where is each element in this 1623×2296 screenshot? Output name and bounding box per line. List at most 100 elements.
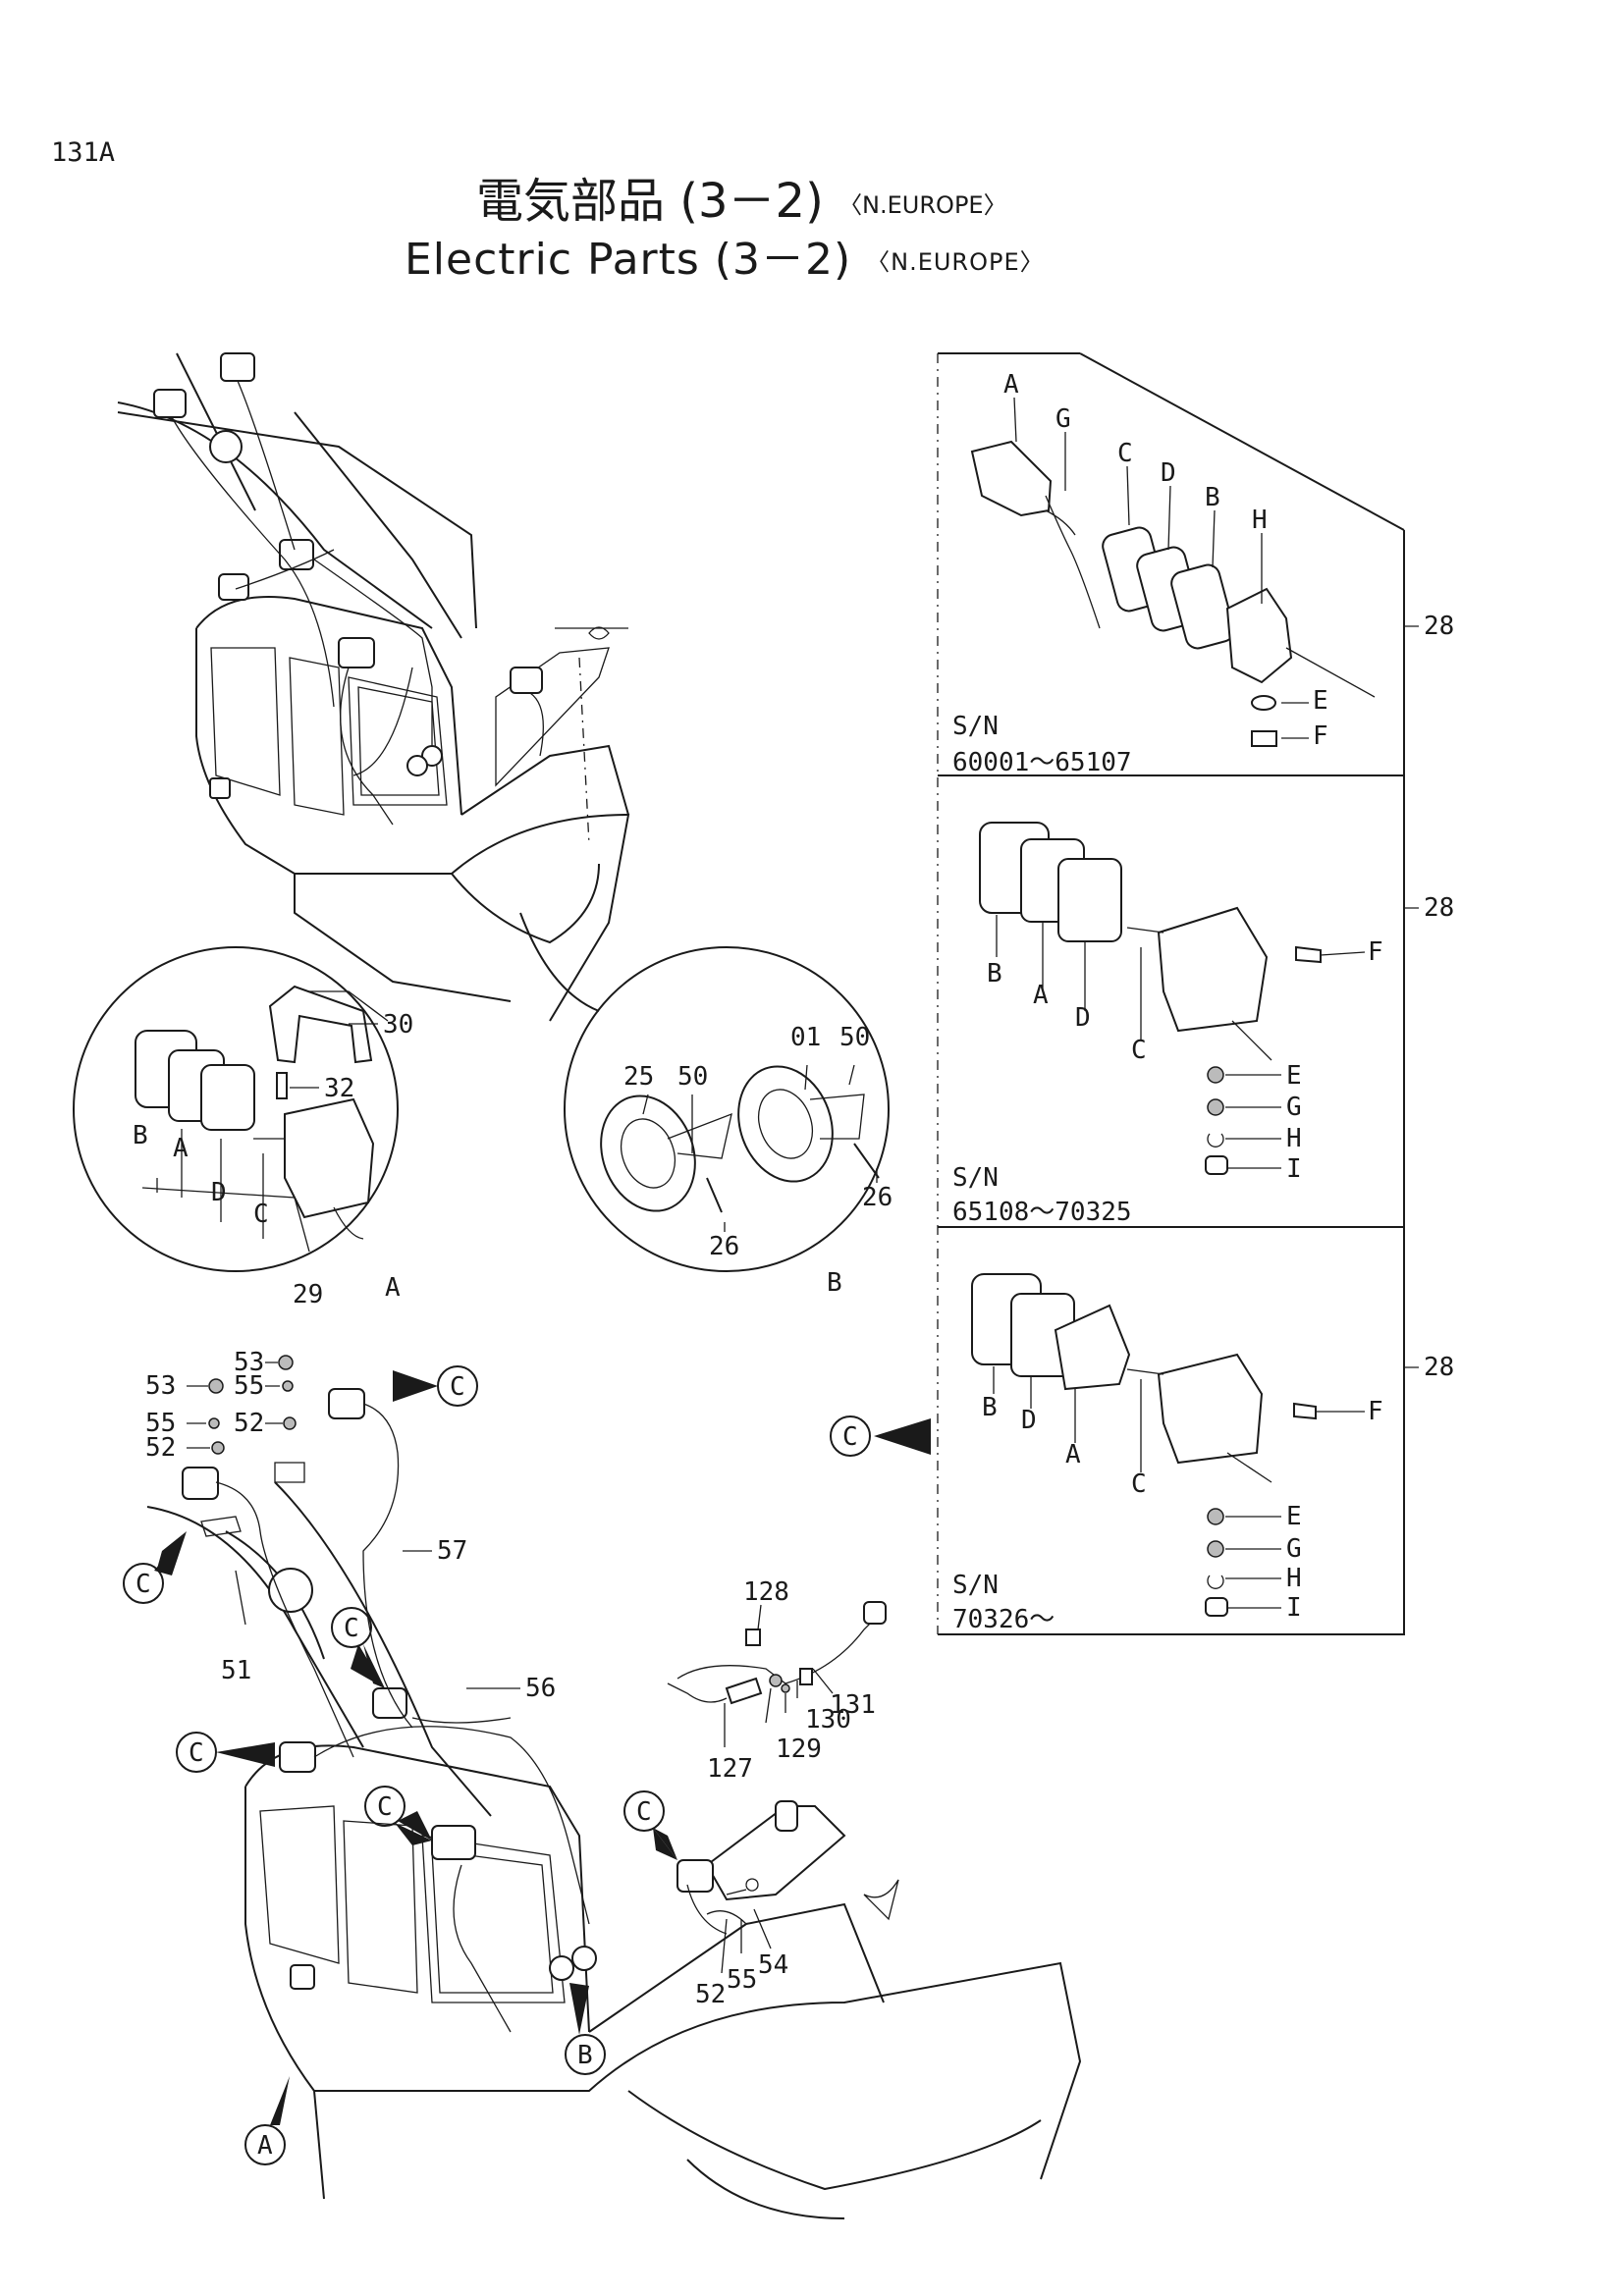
label-box3-i: I bbox=[1286, 1593, 1302, 1623]
horn-icon bbox=[406, 755, 428, 776]
work-lamp-icon bbox=[182, 1467, 219, 1500]
marker-c-7-letter: C bbox=[842, 1422, 858, 1452]
work-lamp-icon bbox=[372, 1687, 407, 1719]
label-detail-b-25: 25 bbox=[623, 1062, 654, 1092]
label-detail-b-01: 01 bbox=[790, 1023, 821, 1052]
marker-c-1-letter: C bbox=[450, 1372, 465, 1402]
label-detail-a-30: 30 bbox=[383, 1010, 413, 1040]
region-label-en: 〈N.EUROPE〉 bbox=[866, 248, 1045, 276]
marker-c-4-letter: C bbox=[189, 1738, 204, 1768]
label-detail-b-50b: 50 bbox=[839, 1023, 870, 1052]
marker-c-7 bbox=[830, 1415, 871, 1457]
label-detail-b-50a: 50 bbox=[677, 1062, 708, 1092]
work-lamp-icon bbox=[510, 667, 543, 694]
machine-overview-top bbox=[117, 352, 630, 1022]
label-box3-b: B bbox=[982, 1393, 998, 1422]
label-box1-c: C bbox=[1117, 439, 1133, 468]
label-56: 56 bbox=[525, 1674, 556, 1703]
label-54: 54 bbox=[758, 1950, 788, 1980]
work-lamp-icon bbox=[279, 539, 314, 570]
marker-c-3 bbox=[331, 1607, 372, 1648]
work-lamp-body-icon bbox=[1157, 906, 1269, 1033]
lamp-gasket-icon bbox=[200, 1064, 255, 1131]
label-52a: 52 bbox=[234, 1409, 264, 1438]
serial-box1-range: 60001～65107 bbox=[952, 748, 1132, 777]
work-lamp-icon bbox=[153, 389, 187, 418]
label-box3-g: G bbox=[1286, 1534, 1302, 1564]
page-title-japanese: 電気部品 (3－2) 〈N.EUROPE〉 bbox=[476, 162, 1007, 231]
work-lamp-icon bbox=[970, 440, 1053, 517]
work-lamp-icon bbox=[676, 1859, 714, 1893]
marker-c-5 bbox=[364, 1786, 406, 1827]
label-box3-28: 28 bbox=[1424, 1353, 1454, 1382]
label-detail-b-circle: B bbox=[827, 1268, 842, 1298]
label-detail-a-c: C bbox=[253, 1200, 269, 1229]
serial-box2-label: S/N bbox=[952, 1163, 999, 1193]
label-53a: 53 bbox=[234, 1348, 264, 1377]
marker-a-letter: A bbox=[257, 2131, 273, 2161]
label-box2-f: F bbox=[1368, 937, 1383, 967]
label-detail-a-circle: A bbox=[385, 1273, 401, 1303]
serial-box3-label: S/N bbox=[952, 1571, 999, 1600]
label-128: 128 bbox=[743, 1577, 789, 1607]
label-box3-d: D bbox=[1021, 1406, 1037, 1435]
label-55c: 55 bbox=[727, 1965, 757, 1995]
label-box3-e: E bbox=[1286, 1502, 1302, 1531]
label-detail-a-d: D bbox=[211, 1178, 227, 1207]
label-52b: 52 bbox=[145, 1433, 176, 1463]
label-box1-h: H bbox=[1252, 506, 1268, 535]
detail-circle-a bbox=[73, 946, 399, 1272]
label-box3-h: H bbox=[1286, 1564, 1302, 1593]
horn-icon bbox=[571, 1946, 597, 1971]
label-127: 127 bbox=[707, 1754, 753, 1784]
horn-icon bbox=[549, 1955, 574, 1981]
serial-boxes bbox=[937, 352, 1419, 1635]
label-box2-d: D bbox=[1075, 1003, 1091, 1033]
label-box1-a: A bbox=[1003, 370, 1019, 400]
reference-markers bbox=[123, 1365, 931, 2165]
marker-c-5-letter: C bbox=[377, 1792, 393, 1822]
label-box1-d: D bbox=[1161, 458, 1176, 488]
serial-box1-label: S/N bbox=[952, 712, 999, 741]
page-title-english: Electric Parts (3－2) 〈N.EUROPE〉 bbox=[405, 224, 1045, 287]
label-box2-b: B bbox=[987, 959, 1002, 988]
label-box3-f: F bbox=[1368, 1397, 1383, 1426]
label-box2-i: I bbox=[1286, 1154, 1302, 1184]
label-detail-a-32: 32 bbox=[324, 1074, 354, 1103]
label-box2-g: G bbox=[1286, 1093, 1302, 1122]
marker-c-3-letter: C bbox=[344, 1614, 359, 1643]
label-box3-c: C bbox=[1131, 1469, 1147, 1499]
label-55b: 55 bbox=[145, 1409, 176, 1438]
serial-box3-range: 70326～ bbox=[952, 1605, 1055, 1634]
label-130: 130 bbox=[805, 1705, 851, 1735]
marker-c-6-letter: C bbox=[636, 1797, 652, 1827]
label-box2-c: C bbox=[1131, 1036, 1147, 1065]
label-131: 131 bbox=[830, 1690, 876, 1720]
label-129: 129 bbox=[776, 1735, 822, 1764]
work-lamp-icon bbox=[218, 573, 249, 601]
label-52c: 52 bbox=[695, 1980, 726, 2009]
horn-icon bbox=[600, 1095, 696, 1212]
marker-c-2 bbox=[123, 1563, 164, 1604]
leader-lines bbox=[187, 397, 1366, 1974]
work-lamp-icon bbox=[279, 1741, 316, 1773]
horn-icon bbox=[737, 1065, 834, 1183]
label-detail-a-a: A bbox=[173, 1134, 189, 1163]
label-55a: 55 bbox=[234, 1371, 264, 1401]
label-detail-a-29: 29 bbox=[293, 1280, 323, 1309]
label-box3-a: A bbox=[1065, 1440, 1081, 1469]
label-detail-a-b: B bbox=[133, 1121, 148, 1150]
label-57: 57 bbox=[437, 1536, 467, 1566]
title-en-text: Electric Parts (3－2) bbox=[405, 235, 852, 285]
work-lamp-icon bbox=[220, 352, 255, 382]
label-box2-h: H bbox=[1286, 1124, 1302, 1153]
marker-b bbox=[565, 2034, 606, 2075]
marker-c-6 bbox=[623, 1790, 665, 1832]
region-label-jp: 〈N.EUROPE〉 bbox=[839, 191, 1007, 219]
work-lamp-body-icon bbox=[284, 1097, 375, 1219]
label-box2-28: 28 bbox=[1424, 893, 1454, 923]
title-jp-text: 電気部品 (3－2) bbox=[476, 174, 824, 229]
label-53b: 53 bbox=[145, 1371, 176, 1401]
